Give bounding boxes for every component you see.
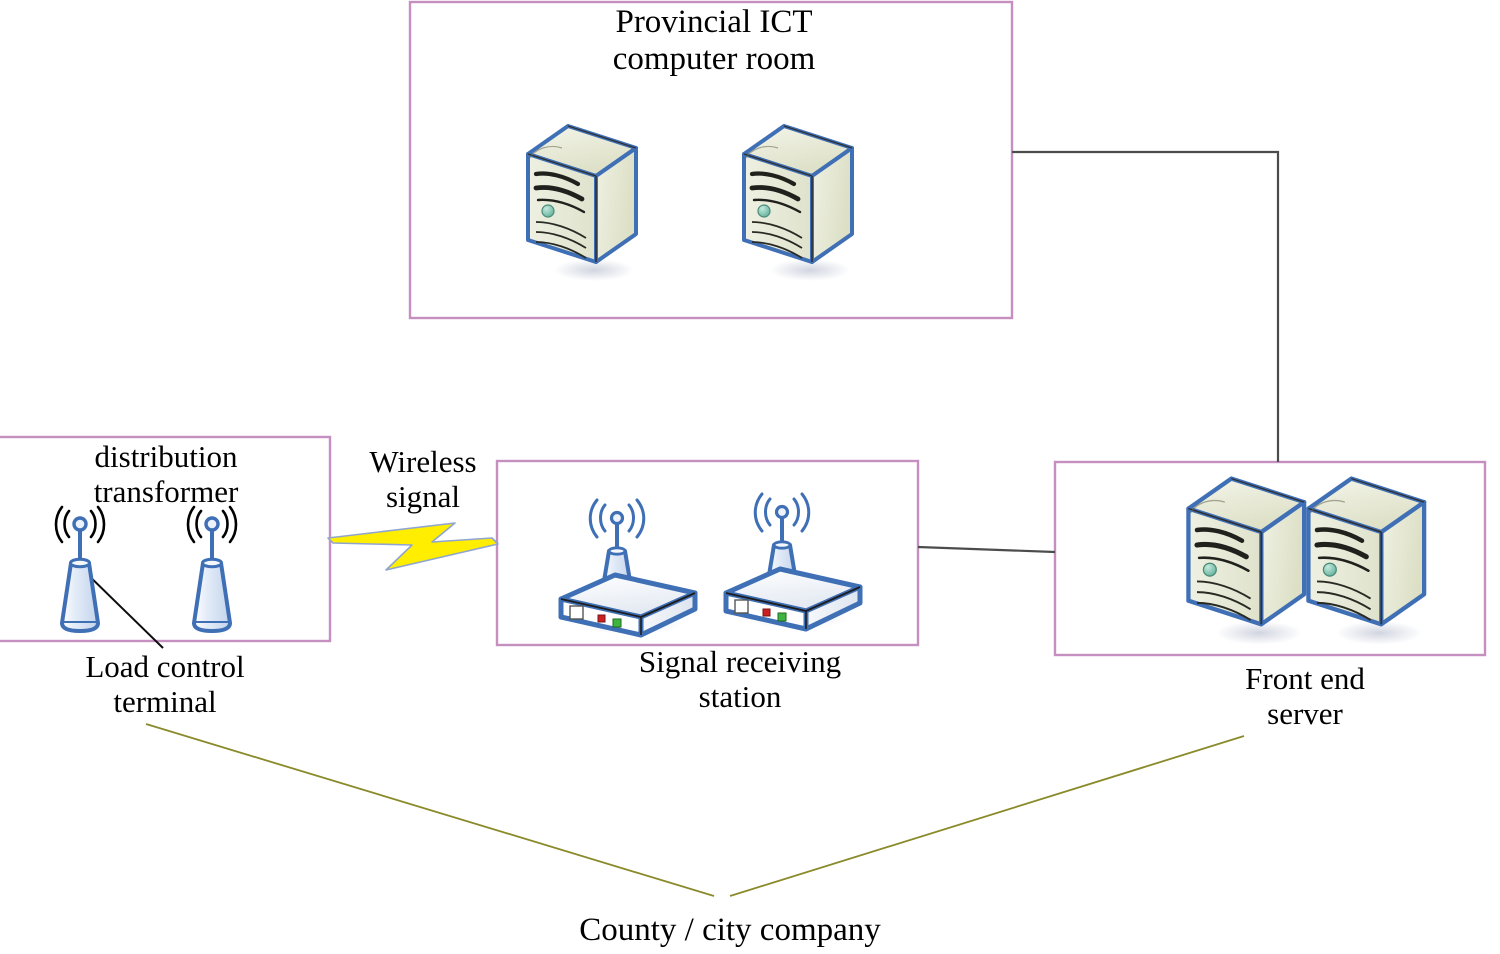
connector-station-to-front-end-server bbox=[917, 545, 1056, 554]
group-box-ict-room bbox=[408, 0, 1014, 320]
edge-label-wireless-signal: Wireless signal bbox=[369, 444, 477, 514]
group-box-signal-receiving-station bbox=[495, 459, 920, 647]
group-label-distribution-transformer: distribution transformer bbox=[93, 439, 239, 509]
device-server-tower-ict-2[interactable] bbox=[744, 126, 852, 281]
device-server-tower-front-end-1[interactable] bbox=[1188, 479, 1304, 645]
leader-line-load-control-terminal bbox=[79, 566, 164, 649]
lightning-bolt-wireless-signal bbox=[327, 522, 499, 571]
connector-ict-to-front-end-server bbox=[1012, 150, 1280, 462]
device-transformer-1[interactable] bbox=[54, 505, 106, 633]
device-server-tower-ict-1[interactable] bbox=[528, 126, 636, 281]
device-server-tower-front-end-2[interactable] bbox=[1308, 479, 1424, 645]
device-receiver-station-1[interactable] bbox=[561, 500, 695, 635]
node-label-load-control-terminal: Load control terminal bbox=[85, 649, 245, 719]
device-transformer-2[interactable] bbox=[186, 505, 238, 633]
group-label-provincial-ict-computer-room: Provincial ICT computer room bbox=[612, 4, 816, 77]
group-label-signal-receiving-station: Signal receiving station bbox=[638, 644, 842, 714]
node-label-county-city-company: County / city company bbox=[579, 912, 881, 948]
device-receiver-station-2[interactable] bbox=[726, 494, 860, 629]
leader-line-front-end-to-county bbox=[729, 735, 1245, 897]
group-label-front-end-server: Front end server bbox=[1245, 661, 1365, 731]
group-box-front-end-server bbox=[1053, 460, 1487, 657]
leader-line-load-terminal-to-county bbox=[145, 723, 715, 897]
